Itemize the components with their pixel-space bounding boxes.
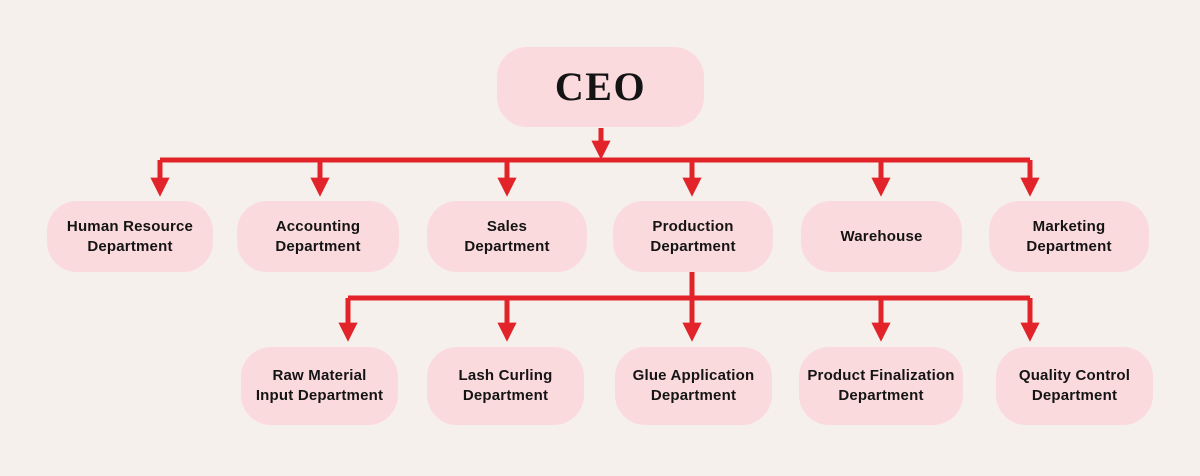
node-product-finalization: Product Finalization Department <box>799 347 963 425</box>
node-quality-control: Quality Control Department <box>996 347 1153 425</box>
node-sales: Sales Department <box>427 201 587 272</box>
node-production: Production Department <box>613 201 773 272</box>
node-glue-application-label: Glue Application Department <box>632 367 755 404</box>
node-accounting-label: Accounting Department <box>275 217 361 255</box>
node-accounting: Accounting Department <box>237 201 399 272</box>
node-warehouse: Warehouse <box>801 201 962 272</box>
node-warehouse-label: Warehouse <box>840 227 923 245</box>
node-product-finalization-label: Product Finalization Department <box>807 367 955 404</box>
node-raw-material-input-label: Raw Material Input Department <box>255 367 384 404</box>
node-sales-label: Sales Department <box>464 217 550 255</box>
node-production-label: Production Department <box>650 217 736 255</box>
node-lash-curling: Lash Curling Department <box>427 347 584 425</box>
node-human-resource-label: Human Resource Department <box>66 217 194 255</box>
node-raw-material-input: Raw Material Input Department <box>241 347 398 425</box>
node-marketing-label: Marketing Department <box>1026 217 1112 255</box>
node-ceo-label: CEO <box>554 63 647 109</box>
node-human-resource: Human Resource Department <box>47 201 213 272</box>
node-glue-application: Glue Application Department <box>615 347 772 425</box>
node-ceo: CEO <box>497 47 704 127</box>
node-lash-curling-label: Lash Curling Department <box>458 367 553 404</box>
node-quality-control-label: Quality Control Department <box>1018 367 1131 404</box>
node-marketing: Marketing Department <box>989 201 1149 272</box>
